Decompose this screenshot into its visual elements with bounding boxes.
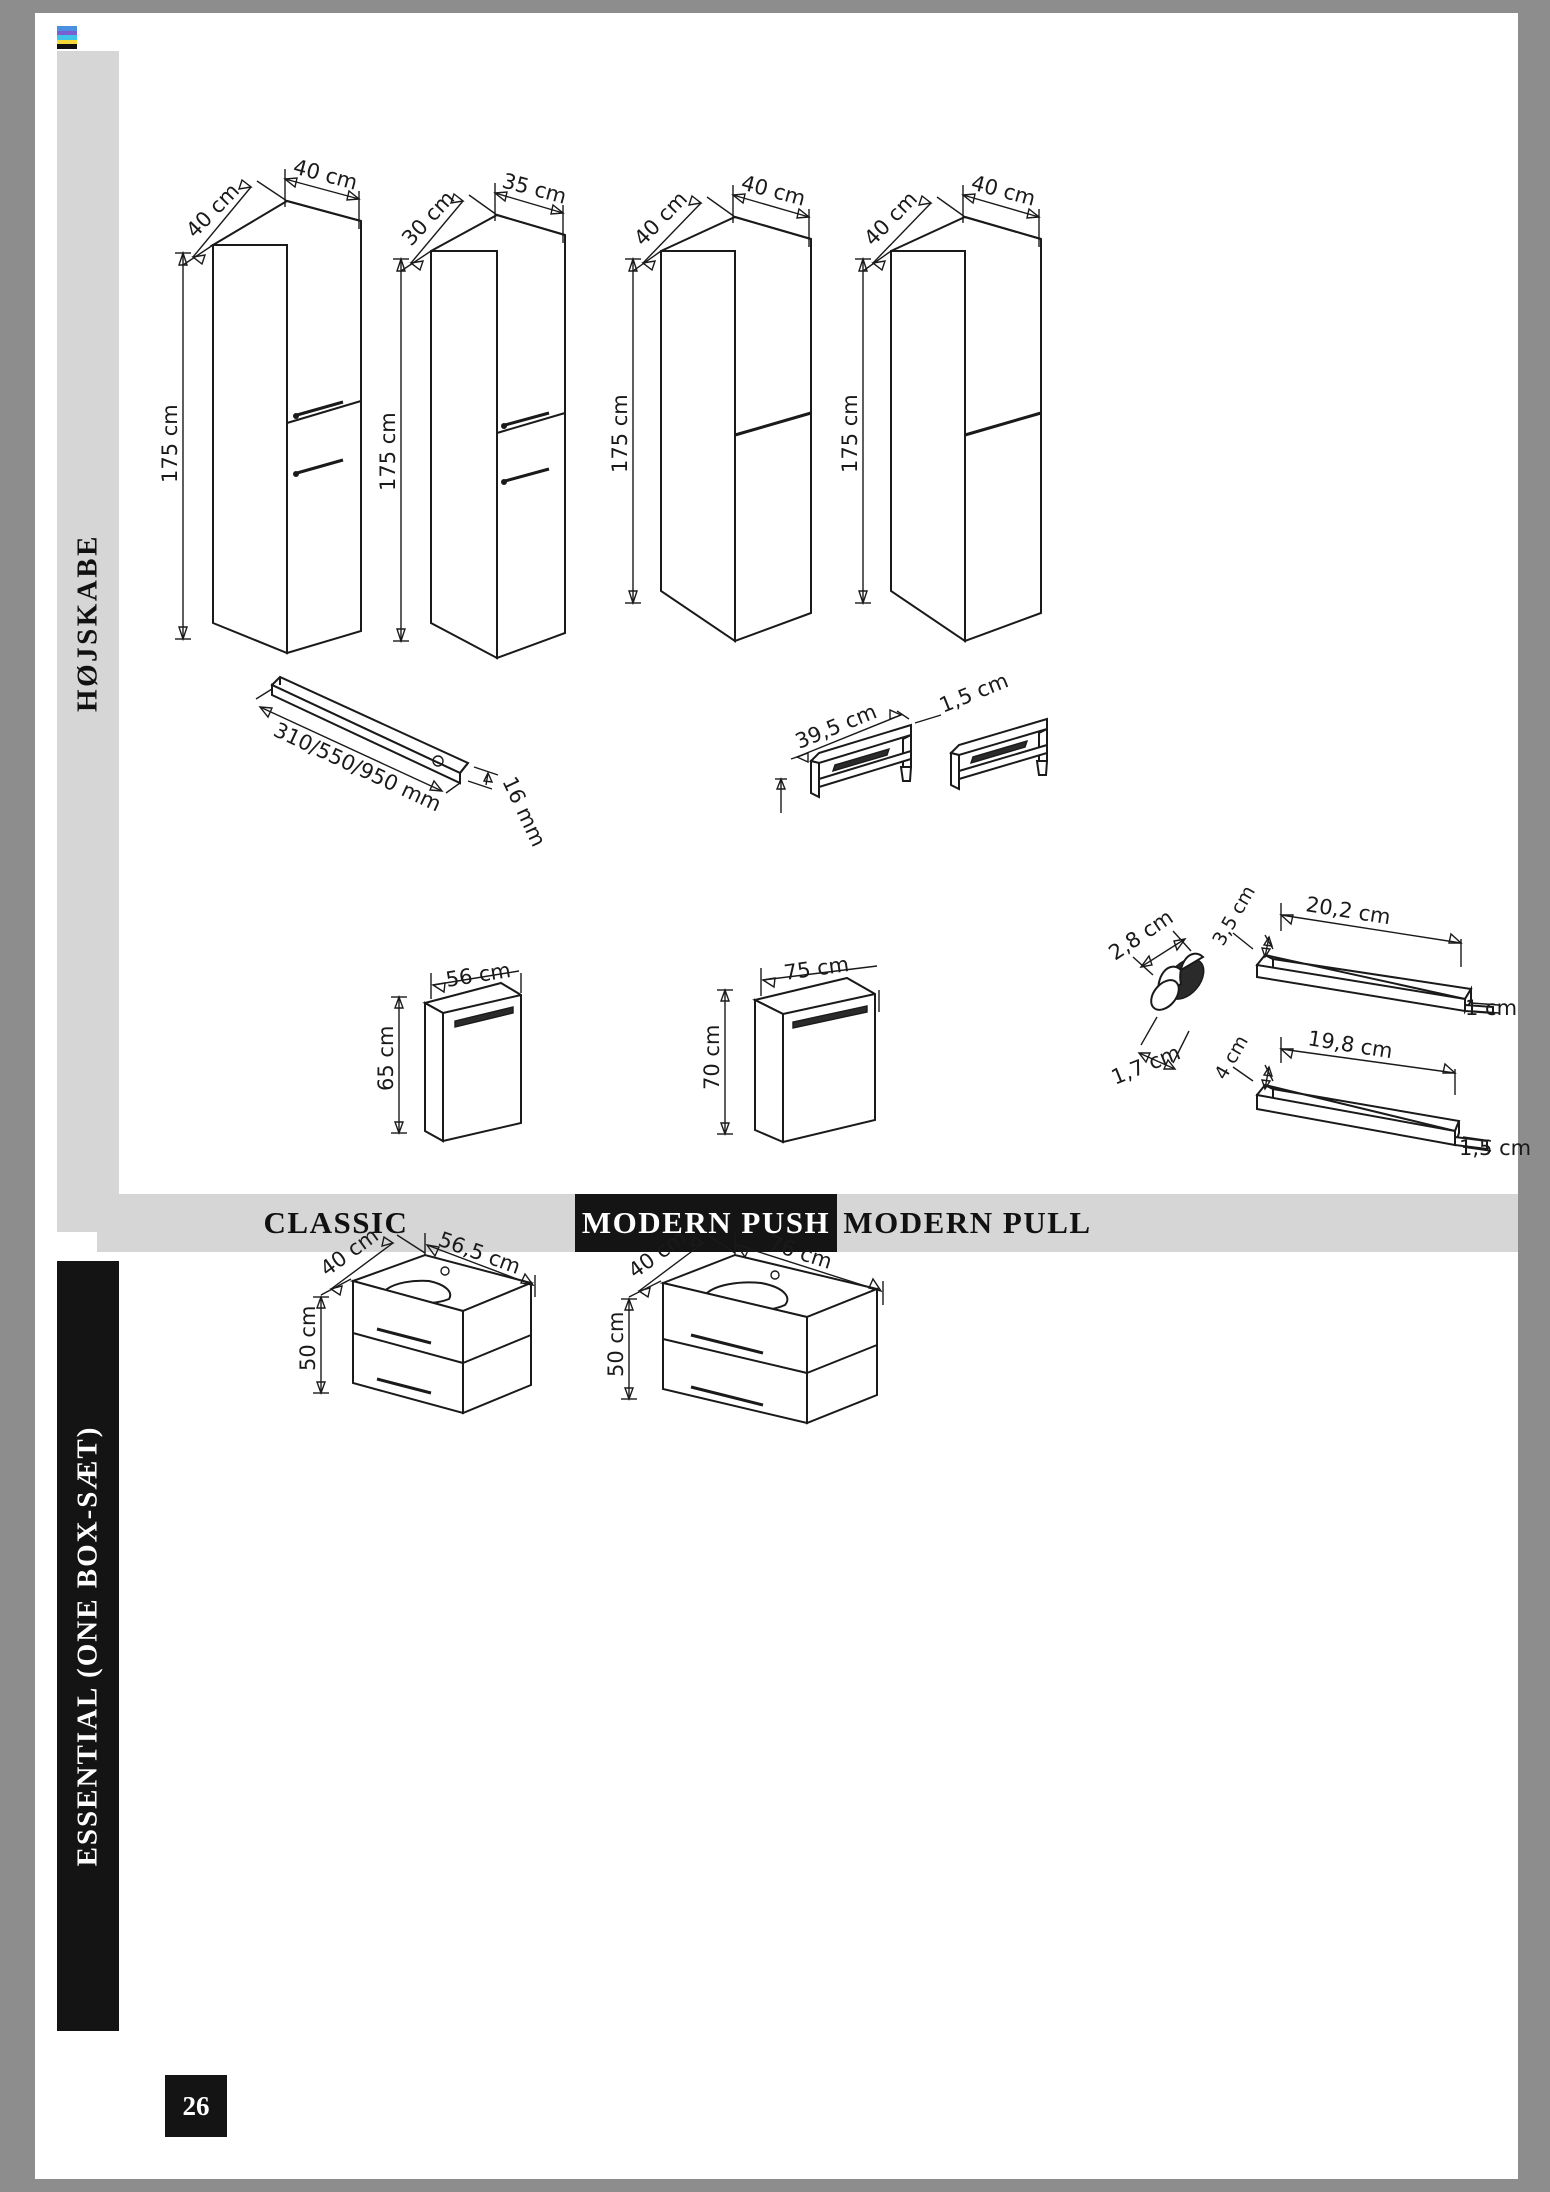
- drawing-essential-vanity-76: 40 cm 76 cm 50 cm: [595, 1193, 975, 1463]
- dim-vanity56-height: 50 cm: [296, 1306, 320, 1371]
- page-number-badge: 26: [165, 2075, 227, 2137]
- dim-height-2: 175 cm: [376, 412, 400, 491]
- dim-width-1: 40 cm: [291, 155, 360, 195]
- regmark-swatch-1: [57, 30, 77, 36]
- dim-handle20-thickness: 1 cm: [1465, 996, 1517, 1020]
- regmark-swatch-2: [57, 35, 77, 40]
- drawing-classic-tall-40: 40 cm 40 cm 175 cm: [158, 153, 455, 655]
- drawing-handle-19: 4 cm 19,8 cm 1,5 cm: [1210, 1026, 1531, 1173]
- sidebar-essential-label: ESSENTIAL (ONE BOX-SÆT): [71, 1425, 104, 1867]
- dim-height-1: 175 cm: [158, 404, 182, 483]
- drawing-handle-20: 3,5 cm 20,2 cm 1 cm: [1208, 882, 1517, 1033]
- dim-handle20-length: 20,2 cm: [1304, 892, 1392, 929]
- drawing-essential-set-76: 75 cm 70 cm: [635, 952, 975, 1198]
- sidebar-hojskabe: HØJSKABE: [57, 51, 119, 1194]
- dim-handle19-thickness: 1,5 cm: [1459, 1136, 1531, 1160]
- dim-knob-diameter: 1,7 cm: [1108, 1040, 1184, 1089]
- drawing-led-light-bar: 310/550/950 mm 16 mm: [250, 663, 600, 850]
- drawing-essential-vanity-56: 40 cm 56,5 cm 50 cm: [285, 1193, 615, 1453]
- drawing-drawer-rails: 39,5 cm 1,5 cm: [775, 663, 1095, 833]
- dim-height-3: 175 cm: [608, 394, 632, 473]
- drawing-modern-push-tall-b: 40 cm 40 cm 175 cm: [838, 163, 1145, 643]
- dim-knob-length: 2,8 cm: [1104, 905, 1177, 965]
- dim-rail-thickness: 1,5 cm: [936, 668, 1012, 717]
- dim-mirror76-height: 70 cm: [700, 1025, 724, 1090]
- style-tab-strip: CLASSIC MODERN PUSH MODERN PULL: [97, 1194, 1518, 1252]
- drawing-modern-push-tall-a: 40 cm 40 cm 175 cm: [608, 163, 915, 643]
- sidebar-essential: ESSENTIAL (ONE BOX-SÆT): [57, 1261, 119, 2031]
- catalog-page: HØJSKABE 40 cm: [35, 13, 1531, 2179]
- drawing-classic-tall-35: 30 cm 35 cm 175 cm: [376, 163, 655, 663]
- dim-led-thickness: 16 mm: [497, 773, 550, 850]
- drawing-round-knob: 2,8 cm 1,7 cm: [1104, 905, 1255, 1093]
- regmark-swatch-0: [57, 26, 77, 31]
- dim-width-4: 40 cm: [969, 171, 1038, 211]
- sidebar-hojskabe-label: HØJSKABE: [71, 533, 104, 712]
- dim-mirror56-height: 65 cm: [374, 1026, 398, 1091]
- registration-color-mark: [57, 26, 77, 54]
- regmark-swatch-4: [57, 44, 77, 49]
- drawing-essential-set-56: 56 cm 65 cm: [315, 958, 615, 1193]
- dim-vanity76-height: 50 cm: [604, 1312, 628, 1377]
- dim-width-2: 35 cm: [500, 169, 569, 209]
- dim-handle20-projection: 3,5 cm: [1208, 882, 1260, 949]
- dim-vanity76-depth: 40 cm: [624, 1225, 691, 1283]
- tab-classic[interactable]: CLASSIC: [263, 1205, 409, 1240]
- regmark-swatch-3: [57, 39, 77, 45]
- tab-modern-push[interactable]: MODERN PUSH: [575, 1194, 837, 1252]
- dim-vanity56-depth: 40 cm: [316, 1223, 383, 1281]
- tab-modern-pull[interactable]: MODERN PULL: [843, 1205, 1092, 1240]
- dim-height-4: 175 cm: [838, 394, 862, 473]
- dim-width-3: 40 cm: [739, 171, 808, 211]
